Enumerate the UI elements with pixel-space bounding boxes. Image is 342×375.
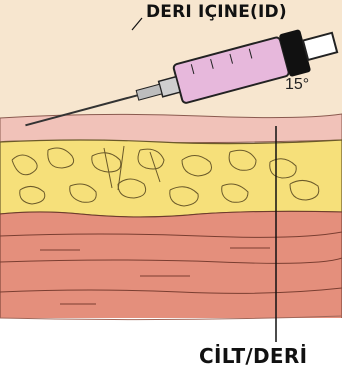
fat-layer xyxy=(0,140,342,217)
injection-type-label: DERI IÇINE(ID) xyxy=(146,2,287,22)
skin-label: CİLT/DERİ xyxy=(199,344,307,368)
angle-label: 15° xyxy=(285,76,309,94)
muscle-layer xyxy=(0,211,342,330)
